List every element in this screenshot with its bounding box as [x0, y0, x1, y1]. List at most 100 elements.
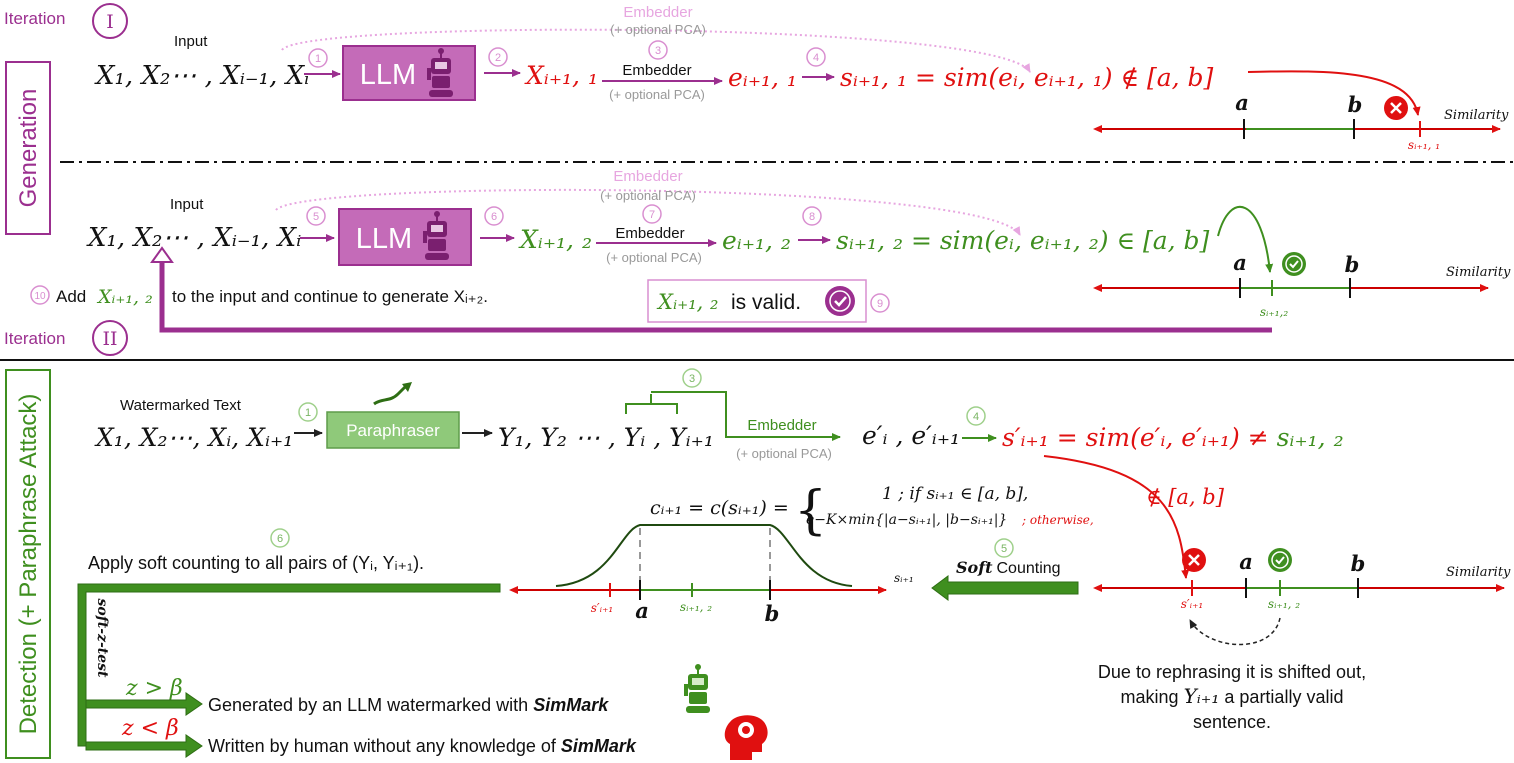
iteration1-pca-mid: (+ optional PCA): [609, 87, 705, 102]
iteration2-sim-eq: sᵢ₊₁, ₂ = sim(eᵢ, eᵢ₊₁, ₂) ∈ [a, b]: [836, 226, 1210, 255]
iteration2-pca-mid: (+ optional PCA): [606, 250, 702, 265]
detection-formula-case2: e−K×min{|a−sᵢ₊₁|, |b−sᵢ₊₁|}: [806, 512, 1007, 528]
generation-label: Generation: [15, 89, 42, 208]
curve-b: b: [765, 601, 780, 626]
detection-not-in: ∉ [a, b]: [1146, 485, 1225, 509]
curve-axis-label: sᵢ₊₁: [894, 571, 914, 585]
detection-step5: 5: [1001, 543, 1007, 555]
paraphraser-label: Paraphraser: [346, 421, 440, 440]
soft-counting-curve-plot: [509, 524, 887, 600]
detection-similarity-axis: [1093, 578, 1505, 598]
iteration2-step8-marker: [802, 206, 822, 226]
detection-embedder: Embedder: [747, 417, 816, 434]
check-badge-icon: [825, 286, 855, 316]
iteration1-axis-point: sᵢ₊₁, ₁: [1408, 138, 1440, 152]
detection-step1-marker: [298, 402, 318, 422]
z-gt-branch-arrow: [85, 692, 203, 716]
iteration1-step4-marker: [806, 47, 826, 67]
iteration2-embedder-bypass: [275, 188, 1021, 236]
soft-z-test-label: soft-z-test: [94, 598, 110, 678]
detection-step6: 6: [277, 533, 283, 545]
iteration2-step9: 9: [877, 298, 883, 310]
iteration2-numeral-circle: [92, 320, 128, 356]
iteration1-step2-marker: [488, 47, 508, 67]
cross-icon: [1384, 96, 1408, 120]
iteration1-axis-a: a: [1235, 90, 1249, 115]
paraphrase-pen-icon: [373, 382, 412, 406]
iteration2-axis-point: sᵢ₊₁,₂: [1260, 305, 1289, 319]
detection-e-pair: e′ᵢ , e′ᵢ₊₁: [862, 421, 960, 450]
iteration1-step3-marker: [648, 40, 668, 60]
detection-step4-marker: [966, 406, 986, 426]
iteration1-step1: 1: [315, 53, 321, 65]
iteration2-valid-text: is valid.: [731, 291, 801, 314]
iteration2-step6-marker: [484, 206, 504, 226]
iteration2-numeral: II: [102, 328, 117, 350]
iteration2-add-prefix: Add: [56, 287, 86, 306]
curve-s-prime: s′ᵢ₊₁: [591, 601, 613, 615]
generated-by-llm-text: Generated by an LLM watermarked with Sim…: [208, 695, 609, 715]
iteration2-step8: 8: [809, 211, 815, 223]
iteration1-input-seq: X₁, X₂⋯ , Xᵢ₋₁, Xᵢ: [94, 61, 309, 91]
iteration2-step5: 5: [313, 211, 319, 223]
iteration1-sim-eq: sᵢ₊₁, ₁ = sim(eᵢ, eᵢ₊₁, ₁) ∉ [a, b]: [840, 63, 1214, 92]
soft-counting-arrow: [931, 575, 1079, 601]
iteration2-add-suffix: to the input and continue to generate Xᵢ…: [172, 287, 488, 306]
detection-step1: 1: [305, 407, 311, 419]
detection-step5-marker: [994, 538, 1014, 558]
generation-frame: [5, 61, 51, 235]
detection-label: Detection (+ Paraphrase Attack): [15, 394, 42, 735]
robot-icon: [427, 48, 453, 97]
iteration1-result-arrow: [1247, 70, 1421, 116]
iteration2-add-var: Xᵢ₊₁, ₂: [96, 286, 153, 308]
detection-pair-bracket: [625, 394, 678, 414]
iteration1-embedder-top: Embedder: [623, 4, 692, 21]
iteration2-x-next: Xᵢ₊₁, ₂: [518, 225, 592, 254]
iteration2-axis-a: a: [1233, 250, 1247, 275]
iteration2-embedder-mid: Embedder: [615, 225, 684, 242]
z-lt-label: z < β: [121, 716, 179, 741]
detection-step3: 3: [689, 373, 695, 385]
check-badge-icon: [1268, 548, 1292, 572]
robot-icon: [423, 211, 449, 260]
detection-frame: [5, 369, 51, 759]
detection-step3-marker: [682, 368, 702, 388]
iteration1-x-next: Xᵢ₊₁, ₁: [524, 61, 598, 90]
detection-step6-marker: [270, 528, 290, 548]
detection-sim-eq: s′ᵢ₊₁ = sim(e′ᵢ, e′ᵢ₊₁) ≠ sᵢ₊₁, ₂: [1002, 423, 1344, 452]
iteration2-step10-marker: [30, 285, 50, 305]
written-by-human-text: Written by human without any knowledge o…: [208, 736, 637, 756]
check-badge-icon: [1282, 252, 1306, 276]
shift-note-line2: making Yᵢ₊₁ a partially valid: [1121, 684, 1344, 708]
iteration2-llm-box: [338, 208, 472, 266]
iteration2-axis-b: b: [1345, 252, 1360, 277]
detection-formula-case2-cond: ; otherwise,: [1021, 513, 1094, 527]
robot-icon: [684, 664, 710, 713]
detection-watermarked-label: Watermarked Text: [120, 397, 242, 414]
iteration1-similarity-axis: [1093, 119, 1501, 139]
iteration2-e-next: eᵢ₊₁, ₂: [722, 226, 791, 255]
detection-shift-back-arrow: [1189, 617, 1281, 646]
iteration2-step7: 7: [649, 209, 655, 221]
iteration1-numeral: I: [106, 11, 114, 33]
detection-axis-s-prime: s′ᵢ₊₁: [1181, 597, 1203, 611]
iteration1-input-label: Input: [174, 33, 208, 50]
detection-axis-a: a: [1239, 549, 1253, 574]
iteration2-result-arrow: [1217, 206, 1274, 273]
iteration2-step10: 10: [34, 291, 46, 302]
iteration2-input-label: Input: [170, 196, 204, 213]
iteration2-feedback-loop: [159, 258, 1272, 333]
z-gt-label: z > β: [125, 676, 183, 701]
iteration1-llm-box: [342, 45, 476, 101]
iteration1-pca-top: (+ optional PCA): [610, 22, 706, 37]
iteration1-step4: 4: [813, 52, 819, 64]
shift-note-line3: sentence.: [1193, 712, 1271, 732]
curve-s2: sᵢ₊₁, ₂: [680, 600, 712, 614]
detection-input-seq: X₁, X₂⋯, Xᵢ, Xᵢ₊₁: [94, 423, 293, 452]
iteration2-valid-var: Xᵢ₊₁, ₂: [656, 290, 718, 314]
iteration1-step2: 2: [495, 52, 501, 64]
paraphraser-box: [326, 411, 460, 449]
cross-icon: [1182, 548, 1206, 572]
iteration2-step6: 6: [491, 211, 497, 223]
